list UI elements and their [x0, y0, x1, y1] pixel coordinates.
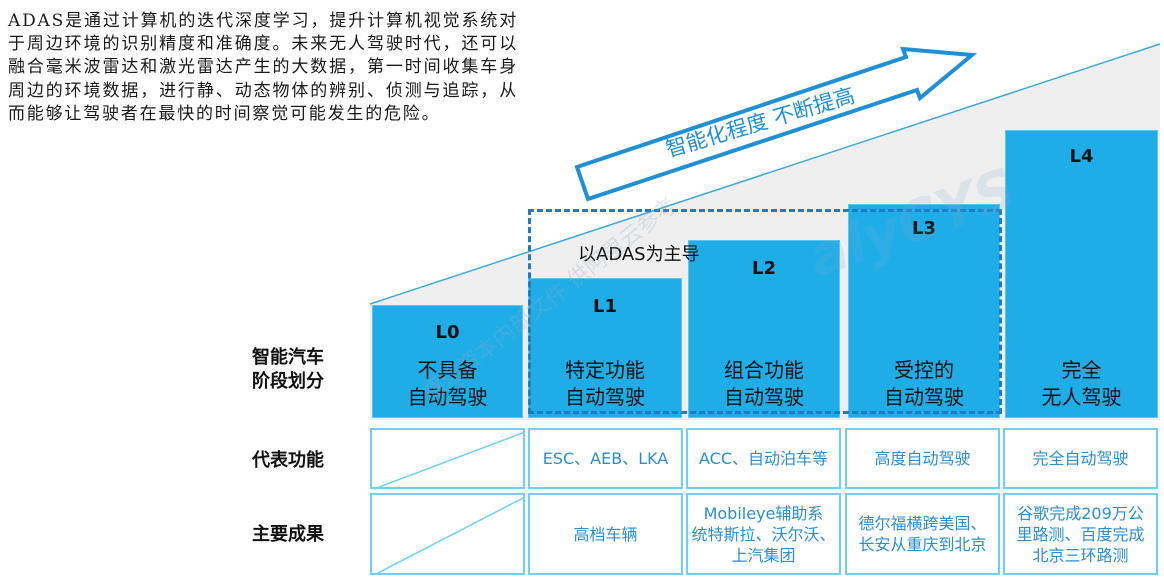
level-desc: 受控的 自动驾驶 [884, 358, 964, 409]
empty-diagonal-icon [373, 431, 526, 490]
feature-cell-l1: ESC、AEB、LKA [528, 428, 683, 489]
achievement-cell-l1: 高档车辆 [528, 493, 683, 575]
level-desc: 组合功能 自动驾驶 [724, 358, 804, 409]
level-code: L4 [1069, 146, 1094, 167]
row-label-features: 代表功能 [252, 450, 324, 471]
feature-cell-l3: 高度自动驾驶 [845, 428, 1000, 489]
adas-group-label: 以ADAS为主导 [578, 244, 700, 265]
row-label-stage: 智能汽车 阶段划分 [252, 347, 324, 392]
level-desc: 不具备 自动驾驶 [407, 358, 488, 409]
feature-cell-l0 [370, 428, 526, 490]
progress-arrow-icon [574, 46, 978, 202]
achievement-cell-l4: 谷歌完成209万公 里路测、百度完成 北京三环路测 [1003, 493, 1158, 575]
feature-cell-l2: ACC、自动泊车等 [686, 428, 841, 489]
intro-paragraph: ADAS是通过计算机的迭代深度学习，提升计算机视觉系统对于周边环境的识别精度和准… [8, 11, 518, 124]
level-desc: 完全 无人驾驶 [1041, 358, 1122, 409]
row-label-achievements: 主要成果 [252, 524, 324, 545]
level-box-l1: L1 特定功能 自动驾驶 [528, 278, 682, 418]
level-code: L2 [752, 258, 776, 279]
level-code: L3 [912, 218, 936, 239]
growth-line [369, 43, 1161, 305]
level-box-l4: L4 完全 无人驾驶 [1005, 130, 1158, 418]
achievement-cell-l3: 德尔福横跨美国、 长安从重庆到北京 [845, 493, 1000, 575]
level-code: L0 [435, 322, 460, 343]
level-box-l0: L0 不具备 自动驾驶 [372, 305, 523, 418]
level-box-l2: L2 组合功能 自动驾驶 [688, 240, 840, 418]
achievement-cell-l0 [370, 493, 526, 576]
level-code: L1 [593, 296, 617, 317]
feature-cell-l4: 完全自动驾驶 [1003, 428, 1158, 489]
empty-diagonal-icon [373, 496, 526, 576]
level-desc: 特定功能 自动驾驶 [565, 358, 645, 409]
achievement-cell-l2: Mobileye辅助系 统特斯拉、沃尔沃、 上汽集团 [686, 493, 841, 575]
level-box-l3: L3 受控的 自动驾驶 [848, 204, 1000, 418]
